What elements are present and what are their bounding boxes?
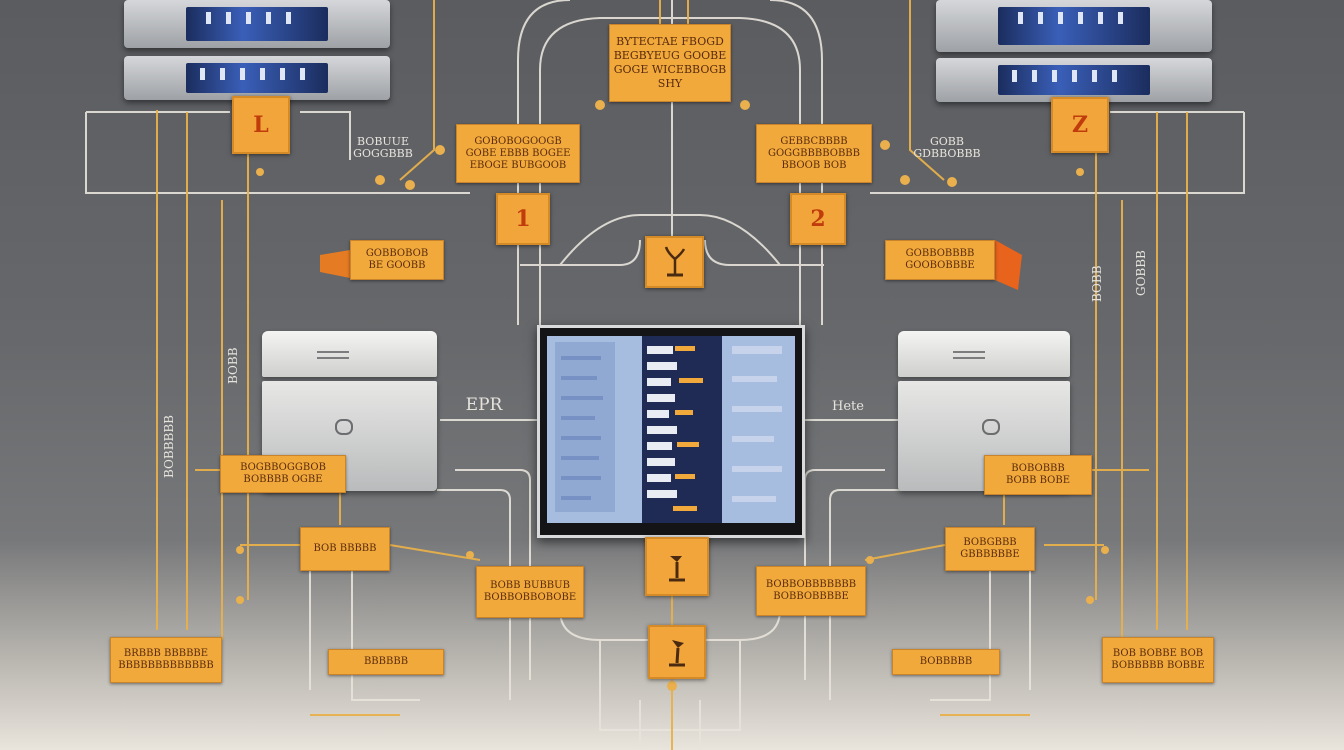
label-hete: Hete xyxy=(832,399,864,414)
rack-server-top-left xyxy=(124,0,390,48)
label-left-vertical-b: BOBB xyxy=(226,347,240,384)
tag-bottom-right-small: BOBBBBB xyxy=(892,649,1000,675)
monitor-screen xyxy=(547,336,795,523)
rack-server-top-right-2 xyxy=(936,58,1212,102)
marker-top-right: Z xyxy=(1051,97,1109,153)
central-monitor xyxy=(537,325,805,538)
plant-icon xyxy=(645,236,704,288)
marker-top-left: L xyxy=(232,96,290,154)
server-left xyxy=(262,331,437,491)
marker-mid-left: 1 xyxy=(496,193,550,245)
lamp-icon xyxy=(648,625,706,679)
tag-lower-left-small: BOB BBBBB xyxy=(300,527,390,571)
tag-bottom-left-small: BBBBBB xyxy=(328,649,444,675)
label-epr: EPR xyxy=(465,395,503,415)
rack-server-top-left-2 xyxy=(124,56,390,100)
label-left-vertical-a: BOBBBBB xyxy=(162,415,176,478)
label-right-vertical-b: BOBB xyxy=(1090,265,1104,302)
marker-mid-right: 2 xyxy=(790,193,846,245)
rack-server-top-right xyxy=(936,0,1212,52)
lamp-icon xyxy=(645,537,709,596)
label-right-vertical-a: GOBBB xyxy=(1134,250,1148,296)
